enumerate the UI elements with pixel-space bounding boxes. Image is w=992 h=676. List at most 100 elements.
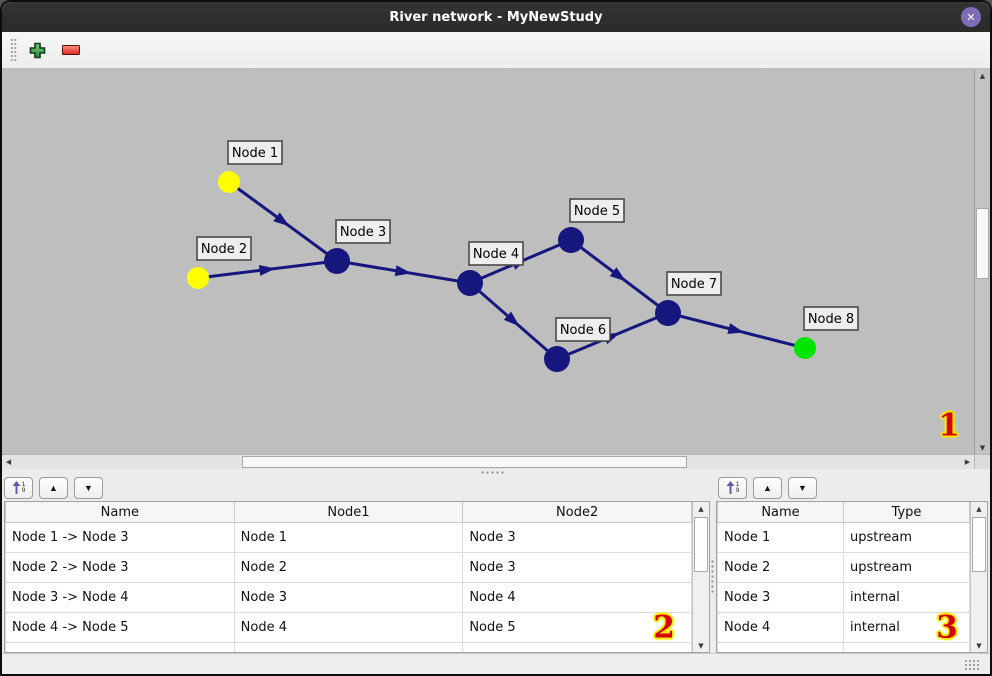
river-node[interactable] (218, 171, 240, 193)
reaches-sort-button[interactable]: 1 9 (4, 477, 33, 499)
horizontal-splitter[interactable] (2, 469, 990, 475)
flow-direction-arrow-icon (394, 265, 412, 277)
reaches-vertical-scrollbar[interactable]: ▲ ▼ (692, 502, 709, 652)
sort-digit-1: 1 (21, 480, 26, 488)
canvas-hscroll-track[interactable] (15, 455, 961, 469)
scroll-down-icon[interactable]: ▼ (976, 641, 982, 650)
title-bar[interactable]: River network - MyNewStudy ✕ (2, 2, 990, 32)
close-button[interactable]: ✕ (961, 7, 981, 27)
resize-grip[interactable] (964, 659, 980, 670)
table-cell[interactable]: Node 5 (462, 612, 692, 643)
sort-digit-9: 9 (735, 487, 740, 494)
table-cell[interactable] (5, 642, 235, 652)
canvas-vscroll-thumb[interactable] (976, 207, 989, 280)
sort-ascending-icon (726, 481, 735, 494)
table-cell[interactable]: Node 1 -> Node 3 (5, 522, 235, 553)
table-cell[interactable]: upstream (843, 522, 970, 553)
node-label: Node 1 (227, 140, 283, 165)
reaches-vscroll-track[interactable] (693, 515, 709, 639)
scroll-down-icon[interactable]: ▼ (698, 641, 704, 650)
toolbar-grip[interactable] (10, 38, 17, 62)
table-cell[interactable]: Node 4 (717, 612, 844, 643)
table-cell[interactable]: Node 1 (233, 522, 464, 553)
river-node[interactable] (794, 337, 816, 359)
table-cell[interactable]: Node 3 (233, 582, 464, 613)
table-cell[interactable] (462, 642, 692, 652)
table-cell[interactable] (717, 642, 844, 652)
table-cell[interactable]: internal (843, 612, 970, 643)
scroll-up-icon[interactable]: ▲ (979, 71, 986, 80)
window-title: River network - MyNewStudy (389, 9, 603, 25)
sort-ascending-icon (12, 481, 21, 494)
nodes-move-down-button[interactable]: ▼ (788, 477, 817, 499)
scroll-up-icon[interactable]: ▲ (698, 504, 704, 513)
reaches-move-down-button[interactable]: ▼ (74, 477, 103, 499)
scroll-left-icon[interactable]: ◀ (5, 458, 12, 466)
nodes-move-up-button[interactable]: ▲ (753, 477, 782, 499)
river-node[interactable] (187, 267, 209, 289)
nodes-vscroll-track[interactable] (971, 515, 987, 639)
column-header[interactable]: Node1 (233, 502, 464, 523)
river-node[interactable] (457, 270, 483, 296)
table-cell[interactable]: upstream (843, 552, 970, 583)
flow-direction-arrow-icon (258, 265, 276, 276)
reaches-move-up-button[interactable]: ▲ (39, 477, 68, 499)
table-cell[interactable]: Node 2 -> Node 3 (5, 552, 235, 583)
vertical-splitter[interactable] (710, 475, 716, 653)
river-node[interactable] (558, 227, 584, 253)
svg-text:Node 4: Node 4 (473, 247, 519, 262)
table-cell[interactable]: Node 4 -> Node 5 (5, 612, 235, 643)
column-header[interactable]: Node2 (462, 502, 692, 523)
river-node[interactable] (324, 248, 350, 274)
column-header[interactable]: Type (843, 502, 970, 523)
reaches-vscroll-thumb[interactable] (694, 517, 708, 573)
table-cell[interactable]: Node 3 (717, 582, 844, 613)
add-button[interactable] (27, 40, 48, 61)
table-cell[interactable]: internal (843, 582, 970, 613)
table-cell[interactable]: Node 4 (462, 582, 692, 613)
table-cell[interactable]: Node 2 (233, 552, 464, 583)
svg-text:Node 3: Node 3 (340, 225, 386, 240)
river-node[interactable] (544, 346, 570, 372)
sort-digit-9: 9 (21, 487, 26, 494)
scroll-right-icon[interactable]: ▶ (964, 458, 971, 466)
flow-direction-arrow-icon (503, 311, 520, 327)
node-label: Node 2 (196, 236, 252, 261)
canvas-horizontal-scrollbar[interactable]: ◀ ▶ (2, 454, 974, 469)
canvas-vertical-scrollbar[interactable]: ▲ ▼ (974, 69, 990, 454)
table-cell[interactable] (233, 642, 464, 652)
svg-text:Node 2: Node 2 (201, 242, 247, 257)
column-header[interactable]: Name (5, 502, 235, 523)
table-cell[interactable]: Node 1 (717, 522, 844, 553)
node-label: Node 4 (468, 241, 524, 266)
table-cell[interactable]: Node 3 -> Node 4 (5, 582, 235, 613)
table-cell[interactable] (843, 642, 970, 652)
nodes-vertical-scrollbar[interactable]: ▲ ▼ (970, 502, 987, 652)
scroll-down-icon[interactable]: ▼ (979, 443, 986, 452)
table-cell[interactable]: Node 4 (233, 612, 464, 643)
table-cell[interactable]: Node 2 (717, 552, 844, 583)
scroll-up-icon[interactable]: ▲ (976, 504, 982, 513)
node-label: Node 6 (555, 317, 611, 342)
river-node[interactable] (655, 300, 681, 326)
table-row (5, 642, 692, 652)
status-bar (2, 653, 990, 674)
table-cell[interactable]: Node 3 (462, 552, 692, 583)
canvas-hscroll-thumb[interactable] (242, 456, 687, 468)
column-header[interactable]: Name (717, 502, 844, 523)
nodes-sort-button[interactable]: 1 9 (718, 477, 747, 499)
table-cell[interactable]: Node 3 (462, 522, 692, 553)
nodes-vscroll-thumb[interactable] (972, 517, 986, 573)
canvas-vscroll-track[interactable] (975, 82, 990, 441)
remove-button[interactable] (60, 43, 82, 57)
